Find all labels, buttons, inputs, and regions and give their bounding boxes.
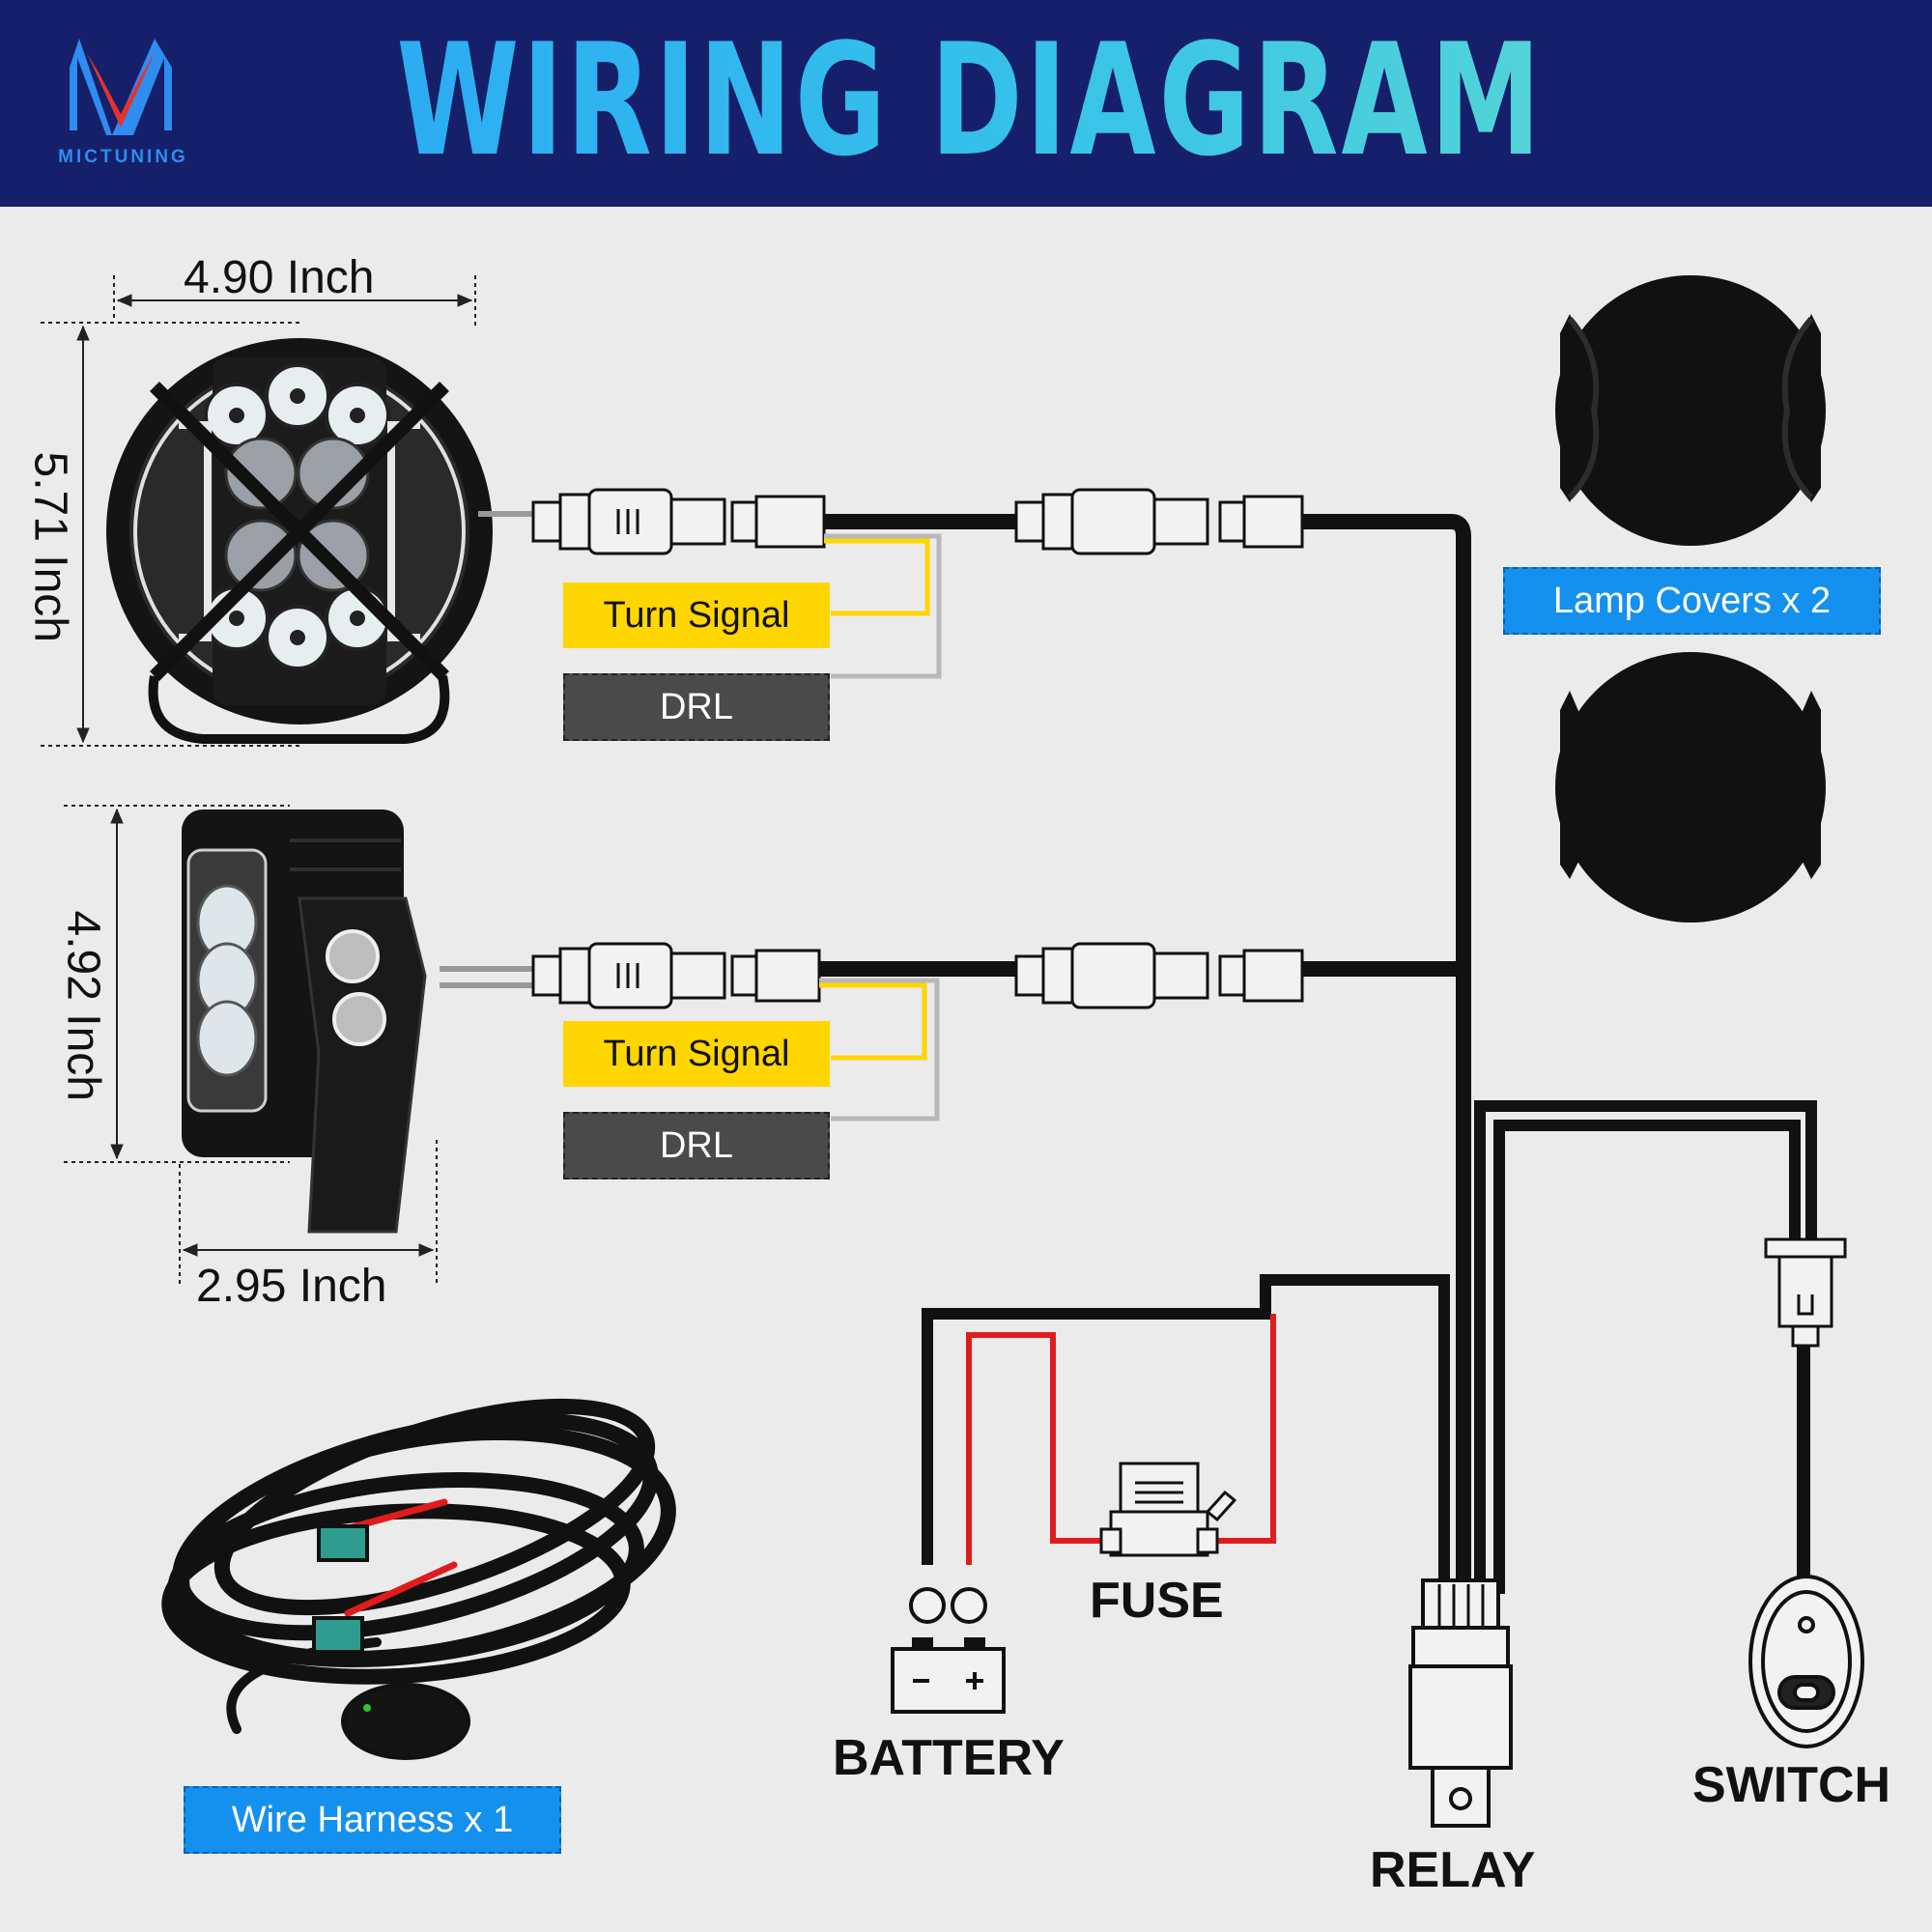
battery-icon [891,1587,1006,1714]
lower-harness [440,942,1463,1122]
main-wiring [922,1100,1817,1719]
battery-label: BATTERY [833,1730,1065,1786]
lamp-cover-icon [1555,275,1826,923]
width-dimension-label: 4.90 Inch [184,252,375,303]
header-banner: MICTUNING WIRING DIAGRAM [0,0,1932,207]
relay-icon [1408,1578,1513,1828]
wire-harness-label: Wire Harness x 1 [184,1786,561,1854]
height-dimension-label: 5.71 Inch [24,451,76,642]
upper-drl-label: DRL [563,673,830,741]
fuse-icon [1099,1462,1237,1557]
lamp-covers-label: Lamp Covers x 2 [1503,567,1881,635]
switch-connector-icon [1764,1237,1847,1348]
dimension-lines [41,275,476,1285]
upper-turn-signal-label: Turn Signal [563,582,830,648]
upper-harness [478,488,1471,1584]
wire-harness-icon [161,1398,676,1760]
mictuning-logo-icon [70,39,172,135]
lower-turn-signal-label: Turn Signal [563,1021,830,1087]
round-led-light-icon [106,338,493,744]
brand-name: MICTUNING [58,147,188,167]
relay-label: RELAY [1370,1842,1536,1898]
side-height-dimension-label: 4.92 Inch [57,910,109,1101]
page-title: WIRING DIAGRAM [274,14,1665,187]
connector-icon [531,488,826,555]
lower-drl-label: DRL [563,1112,830,1179]
switch-icon [1748,1575,1864,1748]
depth-dimension-label: 2.95 Inch [196,1261,387,1312]
side-led-light-icon [182,810,427,1234]
fuse-label: FUSE [1090,1573,1224,1629]
switch-label: SWITCH [1692,1757,1891,1813]
